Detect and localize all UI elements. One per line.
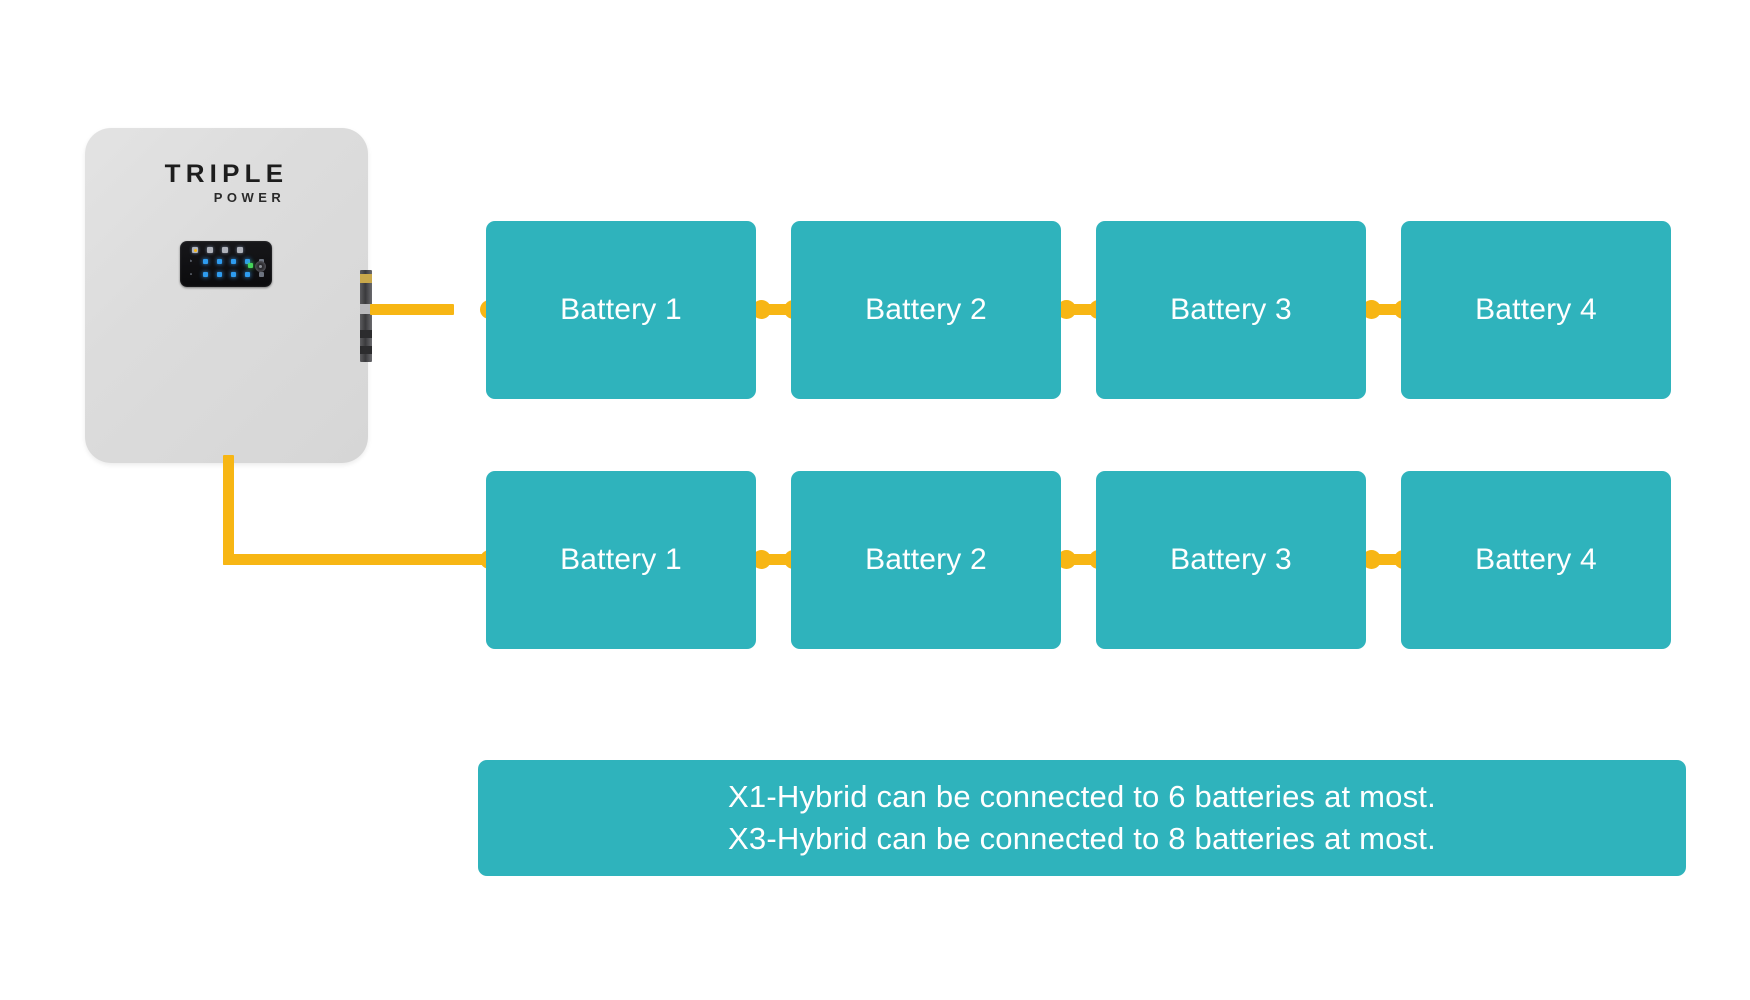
fault-icon [237, 247, 243, 253]
wire-link-r1-b3-b4 [1370, 304, 1402, 315]
battery-row2-item-1[interactable]: Battery 1 [486, 471, 756, 649]
note-line-1: X1-Hybrid can be connected to 6 batterie… [728, 779, 1436, 814]
led-indicator [245, 271, 250, 277]
battery-label: Battery 1 [560, 293, 682, 326]
battery-row1-item-2[interactable]: Battery 2 [791, 221, 1061, 399]
connector-terminal [360, 304, 372, 314]
inverter-logo: TRIPLE POWER [85, 160, 368, 205]
battery-label: Battery 1 [560, 543, 682, 576]
grid-icon [222, 247, 228, 253]
led-indicator [203, 271, 208, 277]
connector-terminal [360, 330, 372, 338]
battery-row1-item-1[interactable]: Battery 1 [486, 221, 756, 399]
connector-terminal [360, 346, 372, 354]
logo-triple-text: TRIPLE [164, 160, 289, 188]
led-indicator [231, 271, 236, 277]
wire-link-r2-b1-b2 [760, 554, 792, 565]
wire-inverter-drop-row2 [223, 455, 234, 565]
led-indicator [217, 258, 222, 264]
arrow-up-icon [207, 247, 213, 253]
battery-row1-item-3[interactable]: Battery 3 [1096, 221, 1366, 399]
panel-glyph-row [192, 247, 243, 253]
panel-led-row-2: u [188, 271, 264, 277]
capacity-note-banner: X1-Hybrid can be connected to 6 batterie… [478, 760, 1686, 876]
green-status-led [248, 263, 253, 268]
led-indicator [217, 271, 222, 277]
led-indicator [259, 271, 264, 277]
led-status-panel[interactable]: b u [180, 241, 272, 287]
battery-label: Battery 3 [1170, 293, 1292, 326]
wire-link-r1-b1-b2 [760, 304, 792, 315]
status-dot-icon [193, 248, 197, 252]
row1-label-icon: b [189, 258, 193, 263]
battery-label: Battery 3 [1170, 543, 1292, 576]
led-indicator [203, 258, 208, 264]
battery-row1-item-4[interactable]: Battery 4 [1401, 221, 1671, 399]
wire-link-r1-b2-b3 [1065, 304, 1097, 315]
wire-inverter-to-row1 [370, 304, 454, 315]
inverter-side-connector [360, 270, 372, 362]
led-indicator [231, 258, 236, 264]
battery-label: Battery 2 [865, 543, 987, 576]
battery-label: Battery 4 [1475, 293, 1597, 326]
logo-power-text: POWER [213, 190, 286, 205]
battery-label: Battery 4 [1475, 543, 1597, 576]
battery-label: Battery 2 [865, 293, 987, 326]
row2-label-icon: u [189, 271, 193, 276]
note-line-2: X3-Hybrid can be connected to 8 batterie… [728, 821, 1436, 856]
battery-row2-item-3[interactable]: Battery 3 [1096, 471, 1366, 649]
led-indicator [245, 258, 250, 264]
connector-terminal [360, 274, 372, 283]
wire-inverter-to-row2 [223, 554, 483, 565]
power-button[interactable] [255, 261, 266, 272]
battery-row2-item-4[interactable]: Battery 4 [1401, 471, 1671, 649]
wire-link-r2-b3-b4 [1370, 554, 1402, 565]
wire-link-r2-b2-b3 [1065, 554, 1097, 565]
inverter-unit: TRIPLE POWER b u [85, 128, 372, 463]
battery-row2-item-2[interactable]: Battery 2 [791, 471, 1061, 649]
